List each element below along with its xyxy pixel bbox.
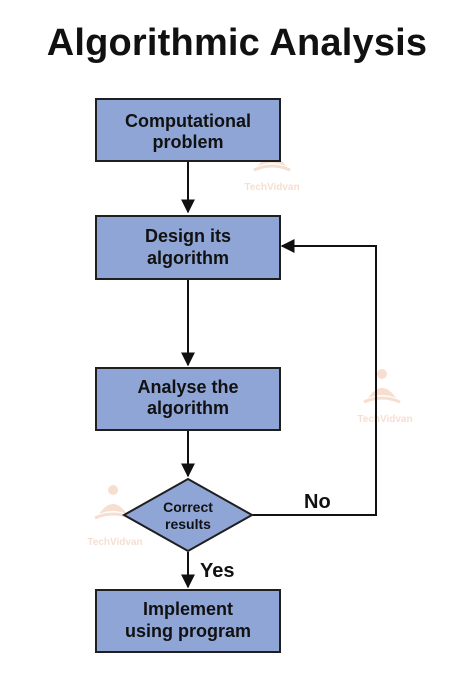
arrow-no-loop-to-design bbox=[252, 239, 377, 516]
watermark-text: TechVidvan bbox=[87, 537, 142, 548]
node-label-line2: using program bbox=[125, 621, 251, 641]
decision-correct-results: Correct results bbox=[121, 477, 255, 553]
node-label-line2: algorithm bbox=[147, 398, 229, 418]
node-label-line2: problem bbox=[152, 132, 223, 152]
no-label: No bbox=[304, 491, 331, 513]
node-design-algorithm: Design its algorithm bbox=[95, 215, 281, 280]
node-label-line1: Design its bbox=[145, 226, 231, 246]
decision-label-line1: Correct bbox=[163, 499, 213, 515]
node-label-line1: Computational bbox=[125, 111, 251, 131]
node-implement: Implement using program bbox=[95, 589, 281, 653]
watermark-text: TechVidvan bbox=[244, 182, 299, 193]
diagram-title: Algorithmic Analysis bbox=[46, 22, 428, 64]
yes-label: Yes bbox=[200, 560, 234, 582]
watermark-text: TechVidvan bbox=[357, 414, 412, 425]
node-analyse-algorithm: Analyse the algorithm bbox=[95, 367, 281, 431]
decision-label-line2: results bbox=[165, 516, 211, 532]
node-label-line2: algorithm bbox=[147, 248, 229, 268]
node-label-line1: Implement bbox=[143, 599, 233, 619]
node-label-line1: Analyse the bbox=[137, 377, 238, 397]
node-computational-problem: Computational problem bbox=[95, 98, 281, 162]
watermark-logo: TechVidvan bbox=[357, 369, 413, 425]
